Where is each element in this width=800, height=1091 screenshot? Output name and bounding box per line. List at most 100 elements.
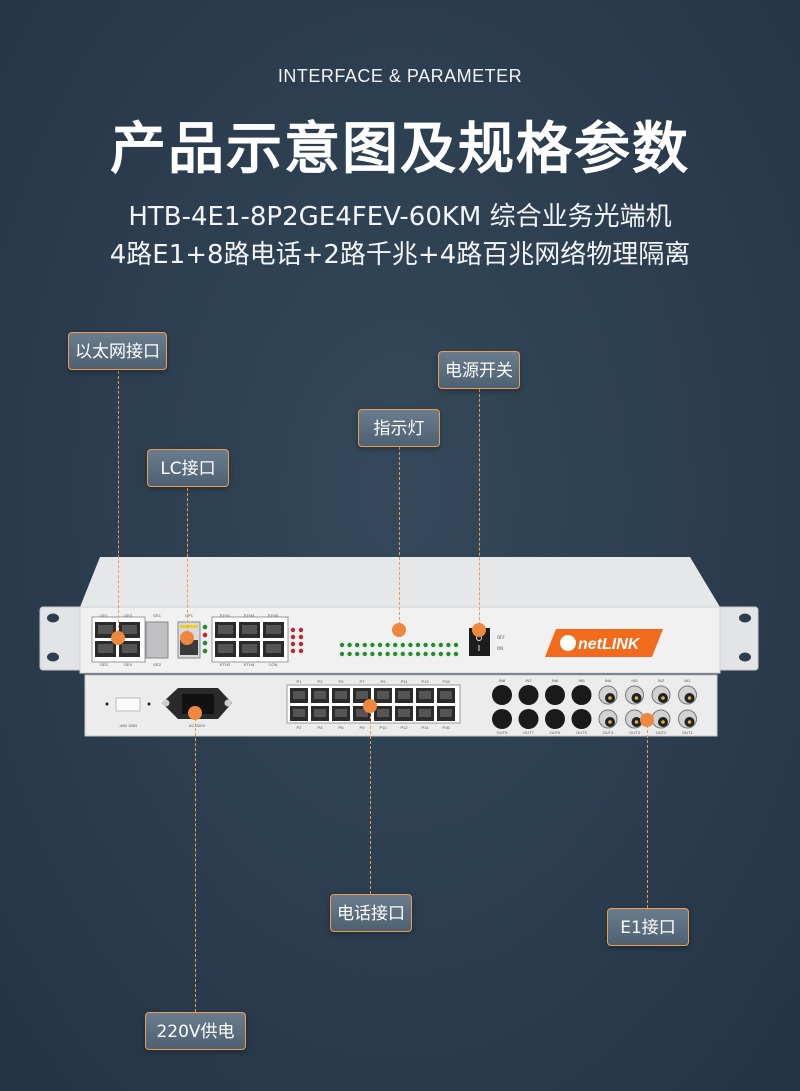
bnc-pin <box>661 720 665 724</box>
blank-cap <box>545 709 565 729</box>
switch-off-label: OFF <box>497 635 505 640</box>
port-label: OUT8 <box>497 730 508 735</box>
port-label: P16 <box>442 725 450 730</box>
port-label: IN5 <box>578 678 585 683</box>
indicator-leader-line <box>399 447 400 630</box>
port-label: OUT2 <box>656 730 667 735</box>
alarm-led <box>290 648 296 654</box>
eth-port-inner <box>218 644 233 653</box>
bnc-pin <box>608 720 612 724</box>
ethernet-marker <box>111 631 125 645</box>
port-label: IN2 <box>658 678 665 683</box>
bnc-pin <box>608 696 612 700</box>
port-label: P9 <box>381 679 387 684</box>
blank-cap <box>545 685 565 705</box>
phone-port-inner <box>356 691 368 699</box>
blank-cap <box>571 685 592 705</box>
port-label: P2 <box>297 725 303 730</box>
indicator-led <box>408 642 413 648</box>
port-label: ETH2 <box>220 662 231 667</box>
callout-e1: E1接口 <box>607 908 689 946</box>
port-label: ETH4 <box>244 662 255 667</box>
indicator-led <box>393 642 398 648</box>
ge-port-inner <box>122 625 137 634</box>
callout-power-220v: 220V供电 <box>145 1012 246 1050</box>
bnc-pin <box>687 720 692 724</box>
port-label: P6 <box>339 725 345 730</box>
port-label: P14 <box>421 725 429 730</box>
port-label: OP1 <box>185 613 194 618</box>
port-label: GE1 <box>153 613 162 618</box>
eth-port-inner <box>218 625 233 634</box>
eth-port-inner <box>266 625 281 634</box>
port-label: CON <box>269 662 278 667</box>
port-label: P4 <box>318 725 324 730</box>
indicator-led <box>385 642 390 648</box>
indicator-led <box>393 651 398 657</box>
ethernet-leader-line <box>118 371 119 638</box>
port-label: IN8 <box>499 678 506 683</box>
indicator-led <box>431 651 436 657</box>
indicator-led <box>339 651 345 657</box>
brand-logo-plate <box>545 629 663 657</box>
phone-port-inner <box>398 691 410 699</box>
callout-lc: LC接口 <box>147 449 229 487</box>
lc-marker <box>180 631 194 645</box>
e1-marker <box>640 713 654 727</box>
port-label: P8 <box>360 725 366 730</box>
phone-marker <box>363 699 377 713</box>
port-label: GE1 <box>100 613 109 618</box>
status-led <box>202 624 208 630</box>
indicator-led <box>377 642 383 648</box>
port-label: ETH3 <box>244 613 255 618</box>
phone-port-inner <box>335 709 347 717</box>
eth-port-inner <box>242 644 257 653</box>
bnc-pin <box>634 720 639 724</box>
sfp-cage <box>145 621 169 659</box>
port-label: P1 <box>297 679 303 684</box>
indicator-led <box>400 651 405 657</box>
alarm-led <box>298 641 304 647</box>
page-title: 产品示意图及规格参数 <box>110 117 690 182</box>
port-label: ETH1 <box>220 613 231 618</box>
indicator-led <box>347 642 352 648</box>
port-label: P13 <box>421 679 429 684</box>
eth-port-inner <box>266 644 281 653</box>
alarm-led <box>290 634 296 640</box>
indicator-led <box>408 651 413 657</box>
indicator-marker <box>392 623 406 637</box>
indicator-led <box>355 651 360 657</box>
indicator-led <box>423 651 428 657</box>
phone-port-inner <box>293 691 305 699</box>
phone-port-inner <box>377 691 389 699</box>
indicator-led <box>355 642 360 648</box>
indicator-led <box>446 642 451 648</box>
phone-port-inner <box>398 709 410 717</box>
alarm-led <box>298 634 304 640</box>
phone-port-inner <box>377 709 389 717</box>
port-label: IN4 <box>605 678 612 683</box>
power-marker <box>188 706 202 720</box>
ac-label: AC-220V <box>189 723 206 728</box>
callout-phone: 电话接口 <box>330 894 412 932</box>
bnc-pin <box>634 696 639 700</box>
subtitle-en: INTERFACE & PARAMETER <box>277 66 523 86</box>
ge-port-inner <box>98 644 113 653</box>
phone-port-inner <box>335 691 347 699</box>
indicator-led <box>370 642 375 648</box>
port-label: P10 <box>379 725 387 730</box>
port-label: IN6 <box>552 678 559 683</box>
indicator-led <box>446 651 451 657</box>
callout-indicator: 指示灯 <box>358 409 440 447</box>
switch-marker <box>472 623 486 637</box>
phone-port-inner <box>419 709 431 717</box>
indicator-led <box>400 642 405 648</box>
alarm-led <box>298 627 304 633</box>
phone-port-inner <box>440 691 452 699</box>
power-leader-line <box>195 713 196 1012</box>
phone-leader-line <box>370 706 371 894</box>
switch-on-label: ON <box>497 646 503 651</box>
status-led <box>202 648 208 654</box>
eth-port-inner <box>242 625 257 634</box>
brand-logo: netLINK <box>578 636 641 653</box>
